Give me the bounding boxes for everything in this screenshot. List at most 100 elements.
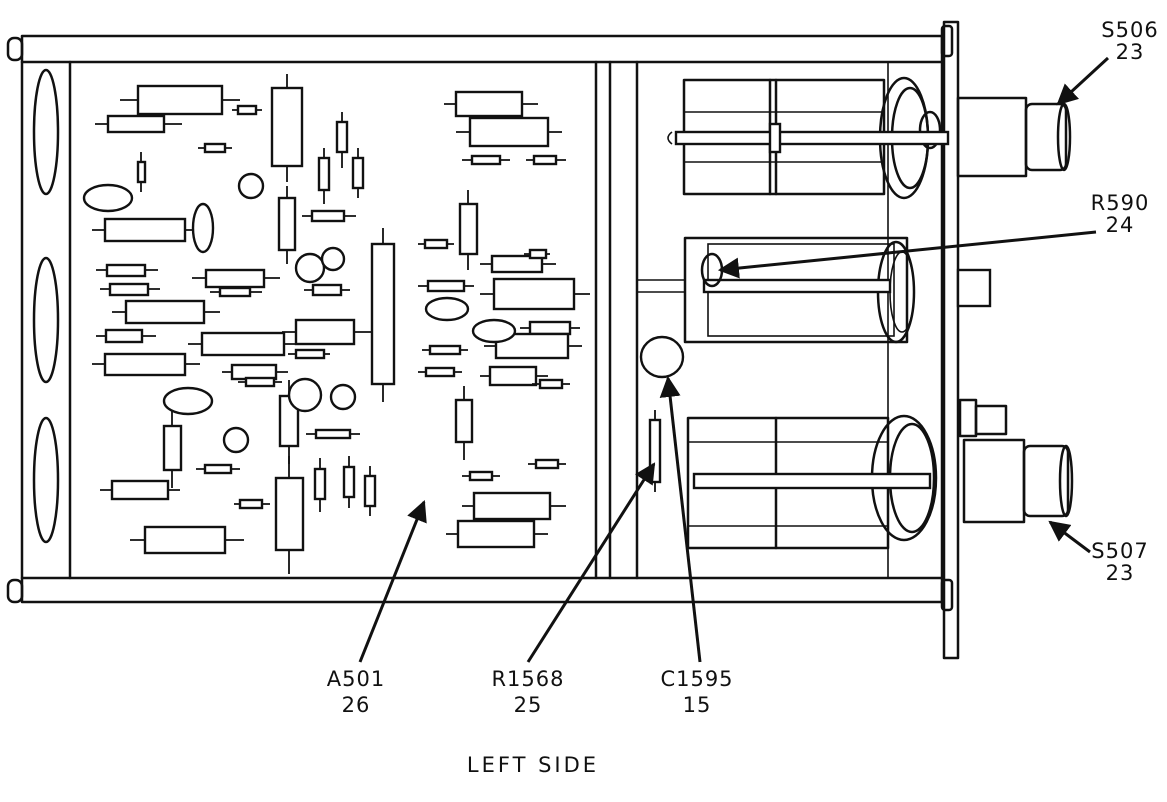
- figure-caption: LEFT SIDE: [467, 753, 599, 777]
- resistor: [302, 209, 356, 223]
- callout-item: 23: [1116, 40, 1145, 64]
- resistor: [528, 458, 566, 470]
- resistor: [288, 348, 330, 360]
- resistor: [100, 282, 160, 297]
- resistor: [363, 466, 377, 516]
- switch-cage-top: [667, 76, 950, 200]
- resistor: [418, 279, 474, 293]
- callout-ref: C1595: [660, 667, 733, 691]
- resistor: [92, 217, 200, 243]
- resistor: [454, 386, 474, 460]
- resistor: [484, 332, 582, 360]
- callout-ref: S507: [1091, 539, 1148, 563]
- arrow-c1595: [659, 375, 702, 663]
- callout-a501: A501 26: [327, 667, 385, 717]
- resistor: [282, 318, 372, 346]
- resistor: [196, 463, 240, 475]
- callout-item: 24: [1106, 213, 1135, 237]
- resistor: [306, 428, 360, 440]
- resistor: [274, 456, 305, 574]
- resistor: [317, 148, 331, 204]
- resistor: [456, 116, 562, 148]
- resistor: [480, 254, 556, 274]
- resistor: [335, 112, 349, 168]
- callout-c1595: C1595 15: [660, 667, 733, 717]
- resistor: [234, 498, 270, 510]
- callout-item: 23: [1106, 561, 1135, 585]
- resistor: [222, 363, 288, 381]
- resistor: [95, 114, 182, 134]
- resistor: [418, 366, 462, 378]
- resistor: [462, 491, 566, 521]
- resistor: [210, 286, 262, 298]
- callout-ref: S506: [1101, 18, 1158, 42]
- callout-ref: R590: [1091, 191, 1150, 215]
- callout-ref: A501: [327, 667, 385, 691]
- resistor: [100, 479, 180, 501]
- callout-ref: R1568: [491, 667, 564, 691]
- resistor: [418, 238, 454, 250]
- transistor: [329, 383, 357, 411]
- resistor: [96, 263, 158, 278]
- resistor: [526, 154, 566, 166]
- resistor: [480, 277, 590, 311]
- resistor: [162, 404, 183, 488]
- transistor: [237, 172, 265, 200]
- resistor: [370, 228, 396, 402]
- circuit-board-a501: [82, 74, 590, 574]
- connector-s506: [956, 96, 1072, 178]
- potentiometer-r590: [637, 236, 992, 344]
- resistor: [351, 148, 365, 198]
- resistor: [136, 152, 147, 192]
- arrow-r1568: [526, 462, 656, 663]
- switch-cage-bottom: [686, 414, 938, 550]
- resistor: [188, 331, 300, 357]
- resistor: [232, 104, 262, 116]
- resistor: [458, 190, 479, 270]
- callout-r1568: R1568 25: [491, 667, 564, 717]
- resistor: [277, 186, 297, 264]
- resistor: [524, 248, 550, 260]
- capacitor: [471, 318, 517, 344]
- callout-item: 25: [514, 693, 543, 717]
- resistor: [422, 344, 468, 356]
- resistor: [238, 376, 282, 388]
- resistor: [480, 365, 548, 387]
- capacitor-c1595: [639, 335, 685, 379]
- callout-item: 26: [342, 693, 371, 717]
- callout-r590: R590 24: [1091, 191, 1150, 237]
- resistor: [198, 142, 232, 154]
- capacitor: [82, 183, 134, 213]
- resistor: [130, 525, 244, 555]
- resistor: [270, 74, 304, 182]
- capacitor: [424, 296, 470, 322]
- callout-item: 15: [683, 693, 712, 717]
- resistor: [520, 320, 580, 336]
- leader-arrows: [358, 56, 1110, 663]
- transistor: [287, 377, 323, 413]
- capacitor: [162, 386, 214, 416]
- resistor: [462, 470, 500, 482]
- callout-s507: S507 23: [1091, 539, 1148, 585]
- transistor: [222, 426, 250, 454]
- resistor: [96, 328, 156, 344]
- connector-s507: [958, 398, 1074, 524]
- attenuator-compartment: [637, 76, 992, 550]
- capacitor: [191, 202, 215, 254]
- resistor: [313, 458, 327, 512]
- resistor: [92, 352, 200, 377]
- resistor: [342, 456, 356, 508]
- arrow-s507: [1048, 520, 1091, 554]
- resistor: [192, 268, 280, 289]
- arrow-a501: [358, 500, 427, 663]
- resistor-r1568: [648, 410, 662, 492]
- arrow-r590: [717, 230, 1097, 279]
- resistor: [462, 154, 510, 166]
- resistor: [304, 283, 350, 297]
- resistor: [446, 519, 548, 549]
- arrow-s506: [1056, 56, 1110, 106]
- resistor: [444, 90, 538, 118]
- transistor: [294, 252, 326, 284]
- callout-s506: S506 23: [1101, 18, 1158, 64]
